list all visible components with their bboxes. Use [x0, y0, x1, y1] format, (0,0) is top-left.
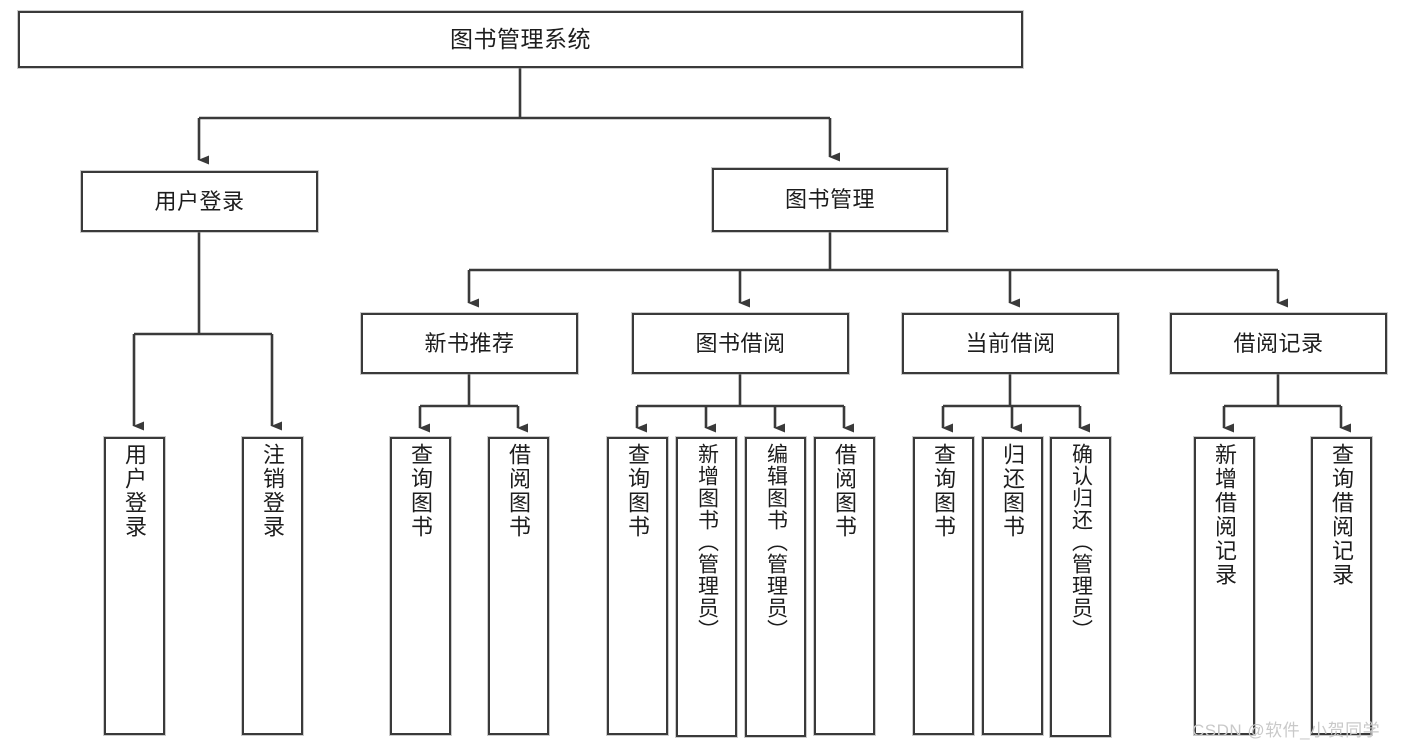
leaf-query-books-recommend[interactable]: 查询图书 [390, 437, 451, 735]
leaf-logout[interactable]: 注销登录 [242, 437, 303, 735]
leaf-add-book-admin[interactable]: 新增图书（管理员） [676, 437, 737, 737]
node-label: 注销登录 [260, 443, 286, 539]
node-label: 图书管理系统 [450, 25, 591, 52]
node-user-login[interactable]: 用户登录 [81, 171, 318, 232]
leaf-user-login[interactable]: 用户登录 [104, 437, 165, 735]
node-label: 图书管理 [784, 187, 875, 213]
node-label: 新增借阅记录 [1212, 443, 1238, 587]
watermark: CSDN @软件_小贺同学 [1192, 721, 1381, 740]
node-label: 用户登录 [122, 443, 148, 539]
node-label: 新增图书（管理员） [695, 443, 719, 641]
leaf-query-books-borrow[interactable]: 查询图书 [607, 437, 668, 735]
node-label: 归还图书 [1000, 443, 1026, 539]
node-root-book-management-system[interactable]: 图书管理系统 [18, 11, 1023, 68]
node-label: 查询图书 [408, 443, 434, 539]
node-book-management[interactable]: 图书管理 [712, 168, 948, 232]
leaf-return-books[interactable]: 归还图书 [982, 437, 1043, 735]
leaf-add-borrow-record[interactable]: 新增借阅记录 [1194, 437, 1255, 735]
node-label: 查询借阅记录 [1329, 443, 1355, 587]
node-label: 新书推荐 [424, 330, 515, 356]
leaf-borrow-books-recommend[interactable]: 借阅图书 [488, 437, 549, 735]
node-label: 确认归还（管理员） [1069, 443, 1093, 641]
node-label: 借阅记录 [1233, 330, 1324, 356]
node-current-borrow[interactable]: 当前借阅 [902, 313, 1119, 374]
node-label: 借阅图书 [832, 443, 858, 539]
leaf-confirm-return-admin[interactable]: 确认归还（管理员） [1050, 437, 1111, 737]
leaf-query-books-current[interactable]: 查询图书 [913, 437, 974, 735]
leaf-query-borrow-record[interactable]: 查询借阅记录 [1311, 437, 1372, 735]
node-borrow-records[interactable]: 借阅记录 [1170, 313, 1387, 374]
node-label: 用户登录 [154, 188, 245, 214]
node-label: 当前借阅 [965, 330, 1056, 356]
node-book-borrow[interactable]: 图书借阅 [632, 313, 849, 374]
node-new-book-recommend[interactable]: 新书推荐 [361, 313, 578, 374]
node-label: 查询图书 [625, 443, 651, 539]
node-label: 查询图书 [931, 443, 957, 539]
leaf-edit-book-admin[interactable]: 编辑图书（管理员） [745, 437, 806, 737]
node-label: 图书借阅 [695, 330, 786, 356]
node-label: 借阅图书 [506, 443, 532, 539]
leaf-borrow-books[interactable]: 借阅图书 [814, 437, 875, 735]
node-label: 编辑图书（管理员） [764, 443, 788, 641]
